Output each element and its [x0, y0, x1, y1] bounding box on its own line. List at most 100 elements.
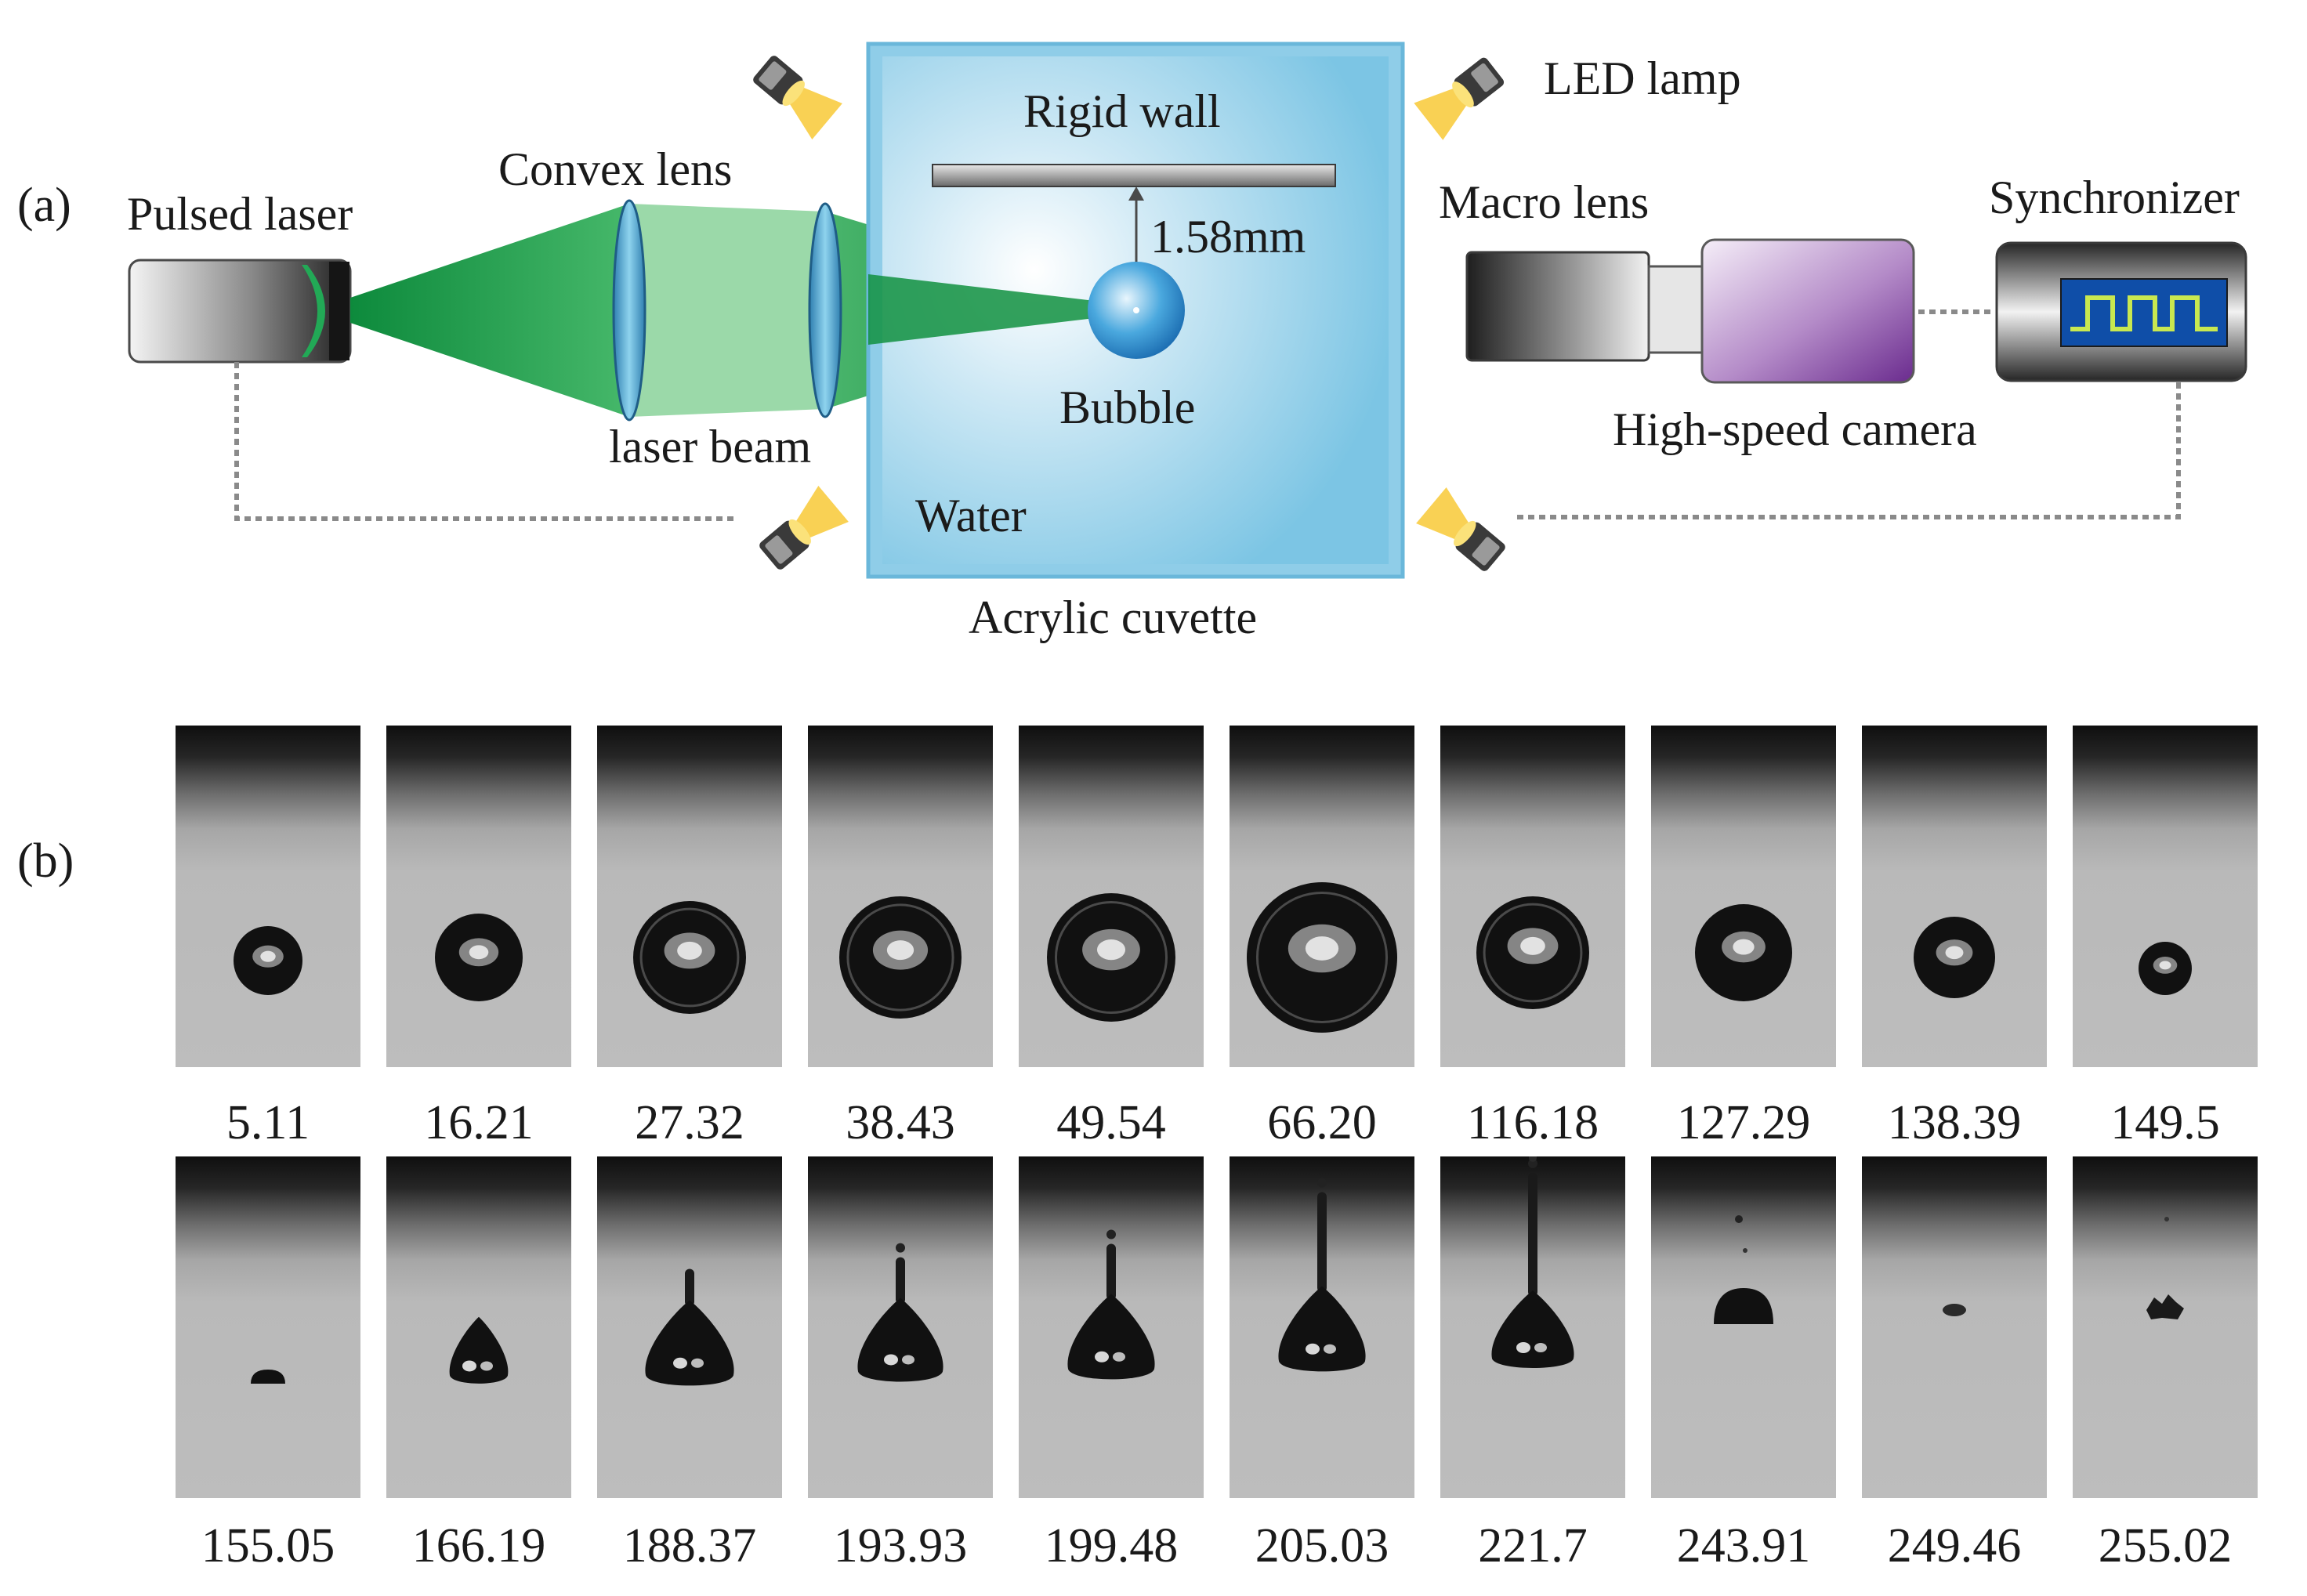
bubble-photo [1862, 726, 2047, 1067]
bubble-frame-1-8 [1651, 726, 1836, 1067]
water-label: Water [915, 490, 1027, 541]
frame-time-label: 155.05 [201, 1519, 335, 1572]
bubble-photo [1651, 1156, 1836, 1498]
bubble-photo [1440, 726, 1625, 1067]
macro-lens-label: Macro lens [1439, 176, 1649, 228]
bubble-frame-2-10 [2073, 1156, 2258, 1498]
bubble-photo [808, 726, 993, 1067]
bubble-frame-2-6 [1230, 1156, 1414, 1498]
bubble-photo [1019, 1156, 1204, 1498]
frame-time-label: 166.19 [411, 1519, 546, 1572]
frame-time-label: 116.18 [1466, 1096, 1599, 1149]
bubble-photo [597, 726, 782, 1067]
frame-time-label: 188.37 [622, 1519, 757, 1572]
high-speed-camera [1700, 238, 1915, 384]
led-lamp-top-left [747, 49, 842, 139]
frame-time-label: 199.48 [1044, 1519, 1179, 1572]
bubble-shape [1247, 882, 1397, 1033]
led-lamp-bottom-left [753, 486, 849, 577]
synchronizer [1995, 241, 2247, 382]
bubble-frame-2-5 [1019, 1156, 1204, 1498]
frame-time-label: 138.39 [1887, 1096, 2022, 1149]
frame-time-label: 66.20 [1267, 1096, 1377, 1149]
frame-time-label: 127.29 [1676, 1096, 1811, 1149]
macro-lens [1465, 251, 1704, 362]
frame-time-label: 38.43 [846, 1096, 955, 1149]
bubble-photo [1019, 726, 1204, 1067]
frame-time-label: 205.03 [1255, 1519, 1389, 1572]
pulsed-laser-label: Pulsed laser [127, 188, 353, 240]
bubble-photo [2073, 1156, 2258, 1498]
led-lamp-top-right [1414, 50, 1510, 140]
bubble-photo [1651, 726, 1836, 1067]
panel-b-label: (b) [17, 834, 74, 888]
led-lamp-bottom-right [1416, 487, 1512, 578]
bubble-shape [633, 901, 746, 1014]
setup-diagram: (a) Pulsed laser Convex lens laser beam … [17, 42, 2247, 643]
frame-time-label: 249.46 [1887, 1519, 2022, 1572]
bubble-label: Bubble [1059, 382, 1195, 433]
distance-label: 1.58mm [1150, 211, 1306, 262]
rigid-wall-label: Rigid wall [1023, 85, 1221, 137]
frame-time-label: 5.11 [226, 1096, 310, 1149]
bubble-frame-2-3 [597, 1156, 782, 1498]
bubble-frame-1-6 [1230, 726, 1414, 1067]
bubble-photo [1230, 1156, 1414, 1498]
bubble-shape [449, 1316, 509, 1384]
panel-a-label: (a) [17, 179, 71, 232]
bubble-frame-1-5 [1019, 726, 1204, 1067]
bubble-frame-1-1 [176, 726, 360, 1067]
bubble-shape [857, 1243, 943, 1382]
bubble-shape [1476, 896, 1589, 1009]
bubble-photo [176, 726, 360, 1067]
bubble-photo [176, 1156, 360, 1498]
cuvette-label: Acrylic cuvette [969, 592, 1257, 643]
bubble-shape [1914, 917, 1995, 998]
bubble-shape [2146, 1217, 2184, 1319]
bubble-shape [1695, 904, 1792, 1001]
camera-label: High-speed camera [1613, 404, 1977, 455]
bubble-frame-2-9 [1862, 1156, 2047, 1498]
bubble-photo [386, 1156, 571, 1498]
convex-lens-2 [808, 202, 842, 418]
bubble-shape [1943, 1304, 1966, 1316]
bubble-shape [2139, 942, 2192, 995]
bubble-frame-1-4 [808, 726, 993, 1067]
bubble-photo [597, 1156, 782, 1498]
bubble-photo [1230, 726, 1414, 1067]
bubble-shape [234, 926, 302, 995]
bubble-shape [839, 896, 962, 1019]
convex-lens-label: Convex lens [498, 143, 732, 195]
bubble-shape [1047, 893, 1175, 1022]
frame-time-label: 27.32 [635, 1096, 744, 1149]
frame-time-label: 243.91 [1676, 1519, 1811, 1572]
bubble-frame-1-9 [1862, 726, 2047, 1067]
frame-time-label: 16.21 [424, 1096, 534, 1149]
trigger-cable [234, 309, 2181, 521]
frame-time-label: 193.93 [833, 1519, 968, 1572]
bubble-frame-1-7 [1440, 726, 1625, 1067]
frame-time-label: 221.7 [1478, 1519, 1588, 1572]
pulsed-laser [128, 259, 352, 364]
bubble-shape [251, 1370, 285, 1384]
square-wave-signal [2070, 295, 2218, 331]
bubble-frame-2-4 [808, 1156, 993, 1498]
bubble-frame-1-10 [2073, 726, 2258, 1067]
bubble-frame-2-7 [1440, 1156, 1625, 1498]
bubble-frame-1-3 [597, 726, 782, 1067]
bubble-shape [1714, 1215, 1773, 1324]
laser-beam-label: laser beam [609, 421, 811, 472]
bubble-photo [2073, 726, 2258, 1067]
frame-time-label: 49.54 [1056, 1096, 1166, 1149]
rigid-wall [932, 164, 1336, 187]
bubble-frame-2-2 [386, 1156, 571, 1498]
bubble-photo [1862, 1156, 2047, 1498]
frame-time-label: 255.02 [2098, 1519, 2233, 1572]
bubble-frame-2-1 [176, 1156, 360, 1498]
bubble-shape [1491, 1156, 1574, 1368]
bubble-photo [808, 1156, 993, 1498]
bubble-frame-1-2 [386, 726, 571, 1067]
synchronizer-label: Synchronizer [1989, 172, 2240, 223]
bubble-photo [386, 726, 571, 1067]
frame-time-label: 149.5 [2110, 1096, 2220, 1149]
